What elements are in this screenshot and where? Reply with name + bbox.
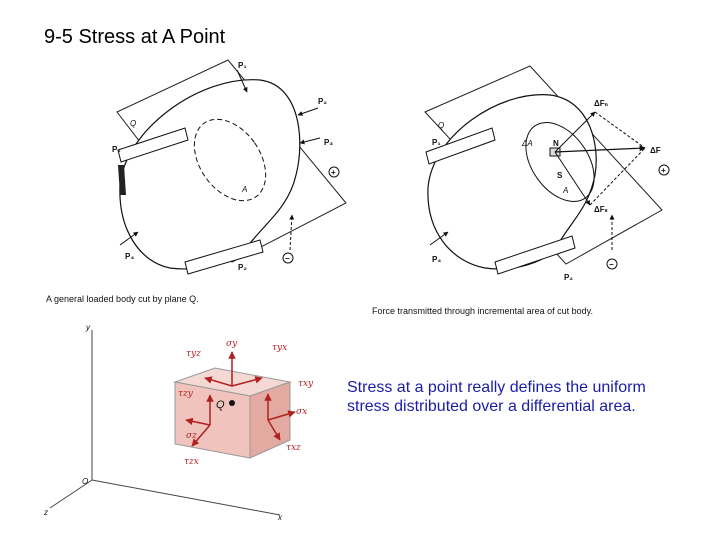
label-p2-right: P₂ [318, 97, 327, 106]
load-strip-top [117, 127, 189, 163]
tau-zy-label: τzy [178, 389, 194, 399]
tau-yz-label: τyz [186, 349, 201, 359]
label-p1-top: P₁ [238, 61, 247, 70]
label-delta-fn: ΔFₙ [594, 99, 608, 108]
left-cut-body-figure: Q P₁ P₂ P₃ P₁ P₄ P₂ A + − [112, 59, 347, 275]
label-a-right: A [562, 186, 568, 195]
label-p1-right: P₁ [432, 138, 441, 147]
label-minus: − [285, 254, 290, 263]
tau-yx-label: τyx [272, 343, 287, 353]
body-outline [119, 79, 301, 270]
stress-note: Stress at a point really defines the uni… [347, 379, 646, 415]
label-a: A [241, 185, 247, 194]
slide-title: 9-5 Stress at A Point [44, 26, 226, 48]
label-q: Q [130, 119, 136, 128]
right-figure-caption: Force transmitted through incremental ar… [372, 306, 593, 316]
right-cut-body-figure: Q P₁ P₄ P₂ ΔA N S A ΔFₙ ΔF ΔFₛ + − [424, 65, 670, 282]
label-delta-f: ΔF [650, 146, 661, 155]
axis-z-label: z [43, 508, 48, 517]
label-p4-right: P₄ [432, 255, 441, 264]
sigma-z-label: σz [186, 431, 197, 441]
point-q-label: Q [216, 399, 225, 411]
tau-xy-label: τxy [298, 379, 314, 389]
axis-z [49, 479, 93, 509]
label-plus-right: + [661, 166, 666, 175]
tau-xz-label: τxz [286, 443, 301, 453]
label-p1-left: P₁ [112, 145, 121, 154]
axis-y-label: y [85, 323, 91, 332]
load-strip-top-right [425, 127, 496, 165]
sigma-y-label: σy [226, 339, 238, 349]
stress-element-figure: y x z O Q σy τyz τyx τxy τzy σx σz τxz τ… [43, 323, 314, 522]
label-minus-right: − [609, 260, 614, 269]
load-strip-left [118, 165, 126, 195]
origin-label: O [82, 477, 88, 486]
label-delta-a: ΔA [521, 139, 533, 148]
label-p2-bottom: P₂ [238, 263, 247, 272]
load-strip-bottom [184, 239, 264, 275]
label-p3: P₃ [324, 138, 333, 147]
tau-zx-label: τzx [184, 457, 199, 467]
label-p4: P₄ [125, 252, 134, 261]
label-delta-fs: ΔFₛ [594, 205, 608, 214]
label-n: N [553, 139, 559, 148]
left-figure-caption: A general loaded body cut by plane Q. [46, 294, 199, 304]
point-q [229, 400, 235, 406]
sigma-x-label: σx [296, 407, 307, 417]
label-s: S [557, 171, 563, 180]
label-q-right: Q [438, 121, 444, 130]
label-plus: + [331, 168, 336, 177]
load-strip-bottom-right [494, 235, 576, 275]
axis-x-label: x [277, 513, 283, 522]
cut-section [193, 118, 267, 202]
axis-x [91, 479, 281, 516]
label-p2-right-fig: P₂ [564, 273, 573, 282]
